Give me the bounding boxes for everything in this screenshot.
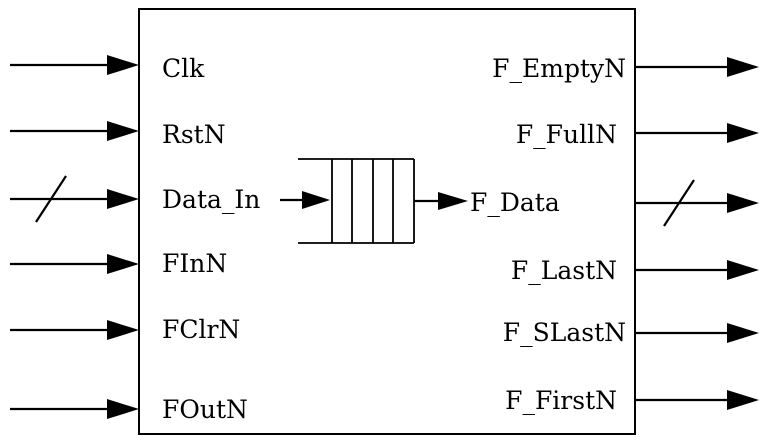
f-lastn-label: F_LastN	[511, 256, 617, 285]
input-labels: Clk RstN Data_In FInN FClrN FOutN	[162, 54, 260, 424]
f-lastn-output-arrowhead	[727, 260, 759, 280]
foutn-input-arrowhead	[107, 399, 139, 419]
f-firstn-output-arrowhead	[727, 390, 759, 410]
f-firstn-label: F_FirstN	[505, 386, 617, 415]
data-in-bus-slash	[35, 175, 67, 223]
f-fulln-label: F_FullN	[516, 120, 617, 149]
queue-input-arrowhead	[302, 191, 330, 209]
f-fulln-output-arrowhead	[727, 123, 759, 143]
f-slastn-label: F_SLastN	[503, 318, 626, 347]
clk-label: Clk	[162, 54, 205, 83]
input-wires	[10, 55, 139, 419]
output-wires	[635, 57, 759, 410]
data-in-input-arrowhead	[107, 189, 139, 209]
f-data-bus-slash	[663, 179, 695, 227]
rstn-label: RstN	[162, 120, 226, 149]
fclrn-label: FClrN	[162, 315, 240, 344]
rstn-input-arrowhead	[107, 121, 139, 141]
f-data-label: F_Data	[470, 188, 560, 217]
fifo-block-outline	[138, 8, 636, 435]
fclrn-input-arrowhead	[107, 320, 139, 340]
fifo-queue-symbol	[280, 158, 468, 244]
f-emptyn-label: F_EmptyN	[492, 54, 626, 83]
output-labels: F_EmptyN F_FullN F_Data F_LastN F_SLastN…	[470, 54, 626, 415]
clk-input-arrowhead	[107, 55, 139, 75]
finn-input-arrowhead	[107, 254, 139, 274]
data-in-label: Data_In	[162, 185, 260, 214]
foutn-label: FOutN	[162, 395, 248, 424]
f-slastn-output-arrowhead	[727, 323, 759, 343]
f-data-output-arrowhead	[727, 193, 759, 213]
f-emptyn-output-arrowhead	[727, 57, 759, 77]
finn-label: FInN	[162, 249, 227, 278]
queue-output-arrowhead	[438, 192, 468, 210]
